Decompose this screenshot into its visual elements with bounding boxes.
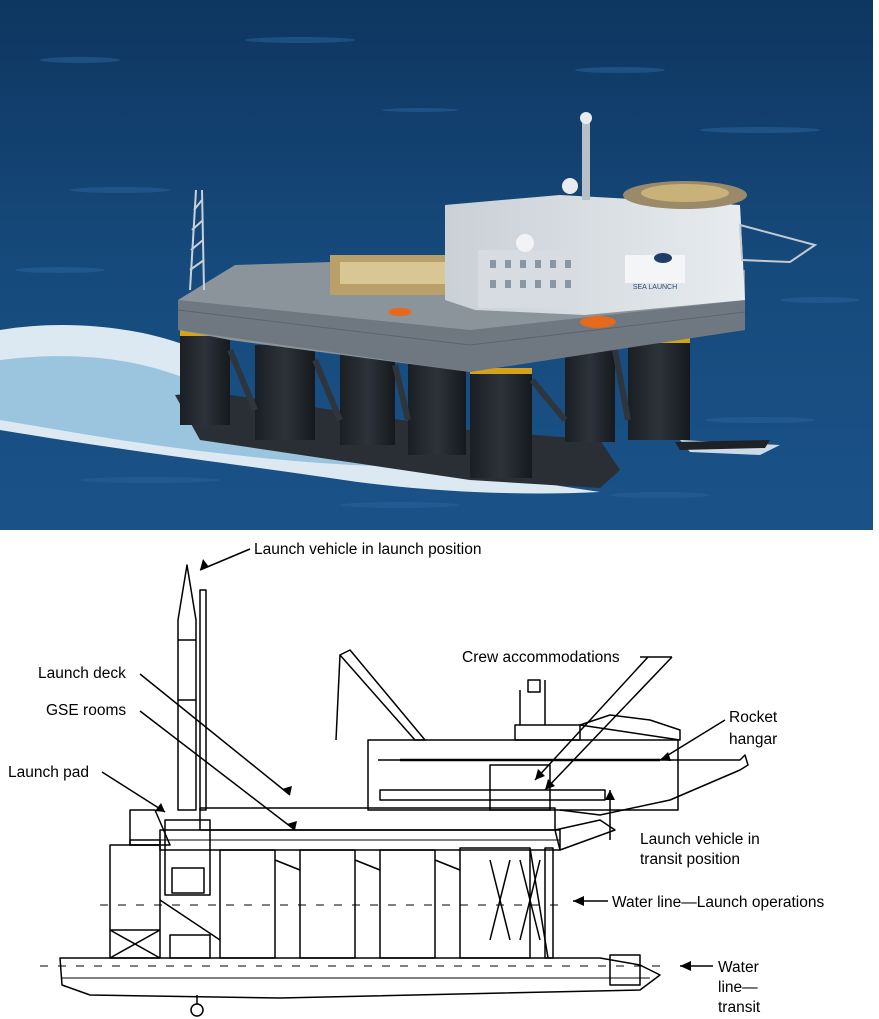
support-boat xyxy=(675,440,770,450)
platform-diagram xyxy=(40,548,749,1017)
label-water-line-launch-operations: Water line—Launch operations xyxy=(612,894,825,911)
label-launch-deck: Launch deck xyxy=(38,665,126,682)
label-launch-pad: Launch pad xyxy=(8,764,90,781)
lifeboat xyxy=(580,316,616,328)
sea-launch-sign: SEA LAUNCH xyxy=(633,284,677,291)
column-5 xyxy=(459,847,531,959)
column-2 xyxy=(219,849,276,959)
label-crew-accommodations: Crew accommodations xyxy=(462,649,620,666)
arrowheads xyxy=(155,559,691,971)
label-rocket-hangar-line2: hangar xyxy=(729,731,778,748)
label-launch-vehicle-transit-line1: Launch vehicle in xyxy=(640,831,760,848)
mast xyxy=(582,120,590,200)
columns xyxy=(180,335,690,478)
label-gse-rooms: GSE rooms xyxy=(46,702,127,719)
label-water-line-transit-line3: transit xyxy=(718,999,761,1016)
gse-block xyxy=(489,764,551,811)
crane xyxy=(339,649,426,741)
column-1 xyxy=(109,844,161,959)
rocket-vehicle xyxy=(177,564,197,811)
launch-pad-structure xyxy=(164,819,211,896)
rocket-transit xyxy=(379,789,606,801)
label-water-line-transit-line1: Water xyxy=(718,959,759,976)
leader-lines xyxy=(101,548,726,967)
platform-photo: SEA LAUNCH xyxy=(0,0,873,530)
launch-deck xyxy=(199,807,556,831)
label-launch-vehicle-transit-line2: transit position xyxy=(640,851,740,868)
lattice-tower xyxy=(189,189,205,291)
ocean-texture xyxy=(15,37,860,508)
column-3 xyxy=(299,849,356,959)
label-water-line-transit-line2: line— xyxy=(718,979,758,996)
label-rocket-hangar-line1: Rocket xyxy=(729,709,778,726)
hangar-boom xyxy=(378,754,749,816)
column-4 xyxy=(379,849,436,959)
pontoon-outline xyxy=(59,957,661,999)
label-launch-vehicle-launch-position: Launch vehicle in launch position xyxy=(254,541,482,558)
propeller xyxy=(190,1003,204,1017)
